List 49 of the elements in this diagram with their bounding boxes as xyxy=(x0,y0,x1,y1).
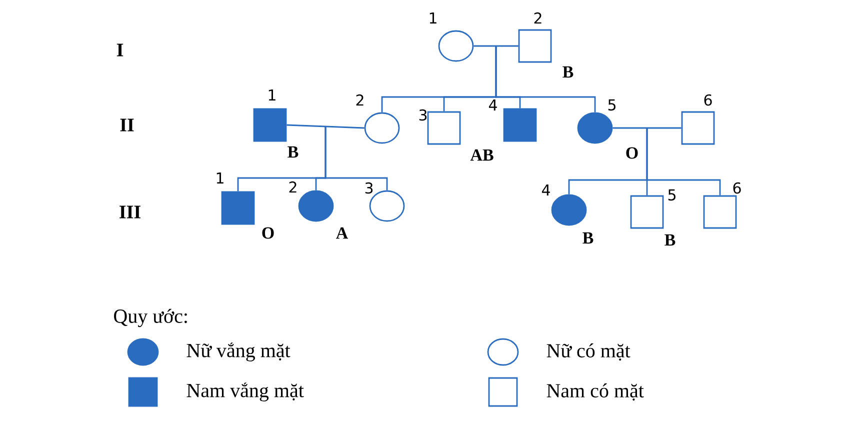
blood-group-label: O xyxy=(626,147,638,159)
person-number: 1 xyxy=(216,172,224,184)
person-number: 1 xyxy=(268,90,276,100)
male-symbol xyxy=(703,195,737,229)
male-symbol xyxy=(630,195,664,229)
generation-label: III xyxy=(120,206,140,218)
male-symbol xyxy=(221,191,255,225)
female-symbol xyxy=(438,30,474,62)
person-number: 2 xyxy=(289,181,296,193)
person-number: 6 xyxy=(704,94,712,106)
male-symbol xyxy=(518,29,552,63)
male-symbol xyxy=(427,111,461,145)
person-number: 5 xyxy=(608,99,616,111)
blood-group-label: B xyxy=(582,232,594,244)
blood-group-label: B xyxy=(288,146,298,158)
blood-group-label: B xyxy=(664,234,676,246)
female-symbol xyxy=(364,112,400,144)
legend-text: Nữ vắng mặt xyxy=(186,342,290,362)
blood-group-label: AB xyxy=(470,149,494,161)
descent-line xyxy=(646,128,721,196)
person-number: 4 xyxy=(542,184,550,196)
generation-label: I xyxy=(116,44,124,56)
mating-line xyxy=(474,45,518,47)
generation-label: II xyxy=(120,118,134,132)
blood-group-label: O xyxy=(262,227,274,239)
person-number: 5 xyxy=(668,189,676,201)
legend-text: Nữ có mặt xyxy=(546,343,630,361)
person-number: 3 xyxy=(365,182,373,194)
legend-title: Quy ước: xyxy=(114,308,187,328)
person-number: 4 xyxy=(488,100,497,110)
blood-group-label: B xyxy=(562,66,574,78)
descent-line xyxy=(324,126,388,190)
female-symbol xyxy=(551,194,587,226)
female-symbol xyxy=(298,190,334,222)
blood-group-label: A xyxy=(336,227,348,239)
legend-text: Nam có mặt xyxy=(546,383,644,401)
mating-line xyxy=(286,124,364,129)
male-symbol xyxy=(253,108,287,142)
person-number: 1 xyxy=(430,12,436,24)
person-number: 2 xyxy=(356,94,364,106)
person-number: 3 xyxy=(419,109,427,121)
legend-text: Nam vắng mặt xyxy=(186,382,304,402)
male-symbol xyxy=(503,108,537,142)
person-number: 2 xyxy=(534,12,542,24)
male-symbol xyxy=(681,111,715,145)
female-symbol xyxy=(577,112,613,144)
person-number: 6 xyxy=(733,182,741,194)
descent-line xyxy=(495,46,596,112)
mating-line xyxy=(612,127,682,129)
